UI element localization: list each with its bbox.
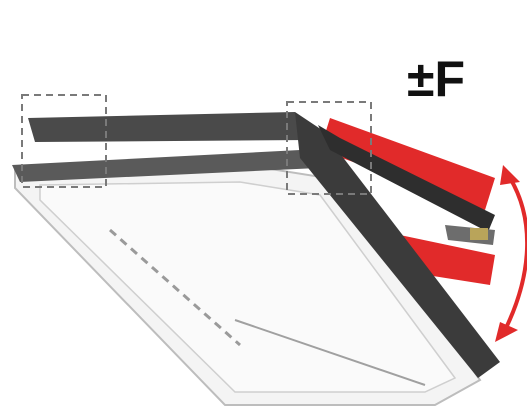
sash-top-bar [28, 112, 310, 142]
force-label: ±F [407, 54, 465, 104]
hinge-detail [470, 228, 488, 240]
curved-double-arrow-icon [495, 165, 527, 342]
